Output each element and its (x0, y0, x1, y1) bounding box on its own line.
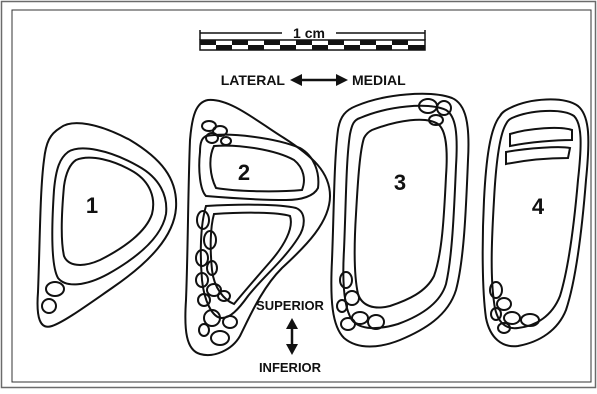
scale-bar: 1 cm (200, 25, 425, 50)
section-2 (185, 100, 330, 355)
section-1 (38, 123, 177, 327)
superior-inferior-indicator: SUPERIOR INFERIOR (256, 298, 325, 375)
arrow-right-icon (336, 74, 348, 86)
arrow-left-icon (290, 74, 302, 86)
lateral-medial-indicator: LATERAL MEDIAL (221, 72, 406, 88)
superior-label: SUPERIOR (256, 298, 325, 313)
arrow-down-icon (286, 344, 298, 355)
section-1-label: 1 (86, 193, 98, 218)
arrow-up-icon (286, 318, 298, 329)
scale-bar-label: 1 cm (293, 25, 325, 41)
section-2-label: 2 (238, 160, 250, 185)
section-3 (331, 94, 468, 347)
lateral-label: LATERAL (221, 72, 286, 88)
inner-border (12, 10, 591, 382)
section-3-label: 3 (394, 170, 406, 195)
medial-label: MEDIAL (352, 72, 406, 88)
section-4 (483, 99, 589, 346)
section-4-label: 4 (532, 194, 545, 219)
inferior-label: INFERIOR (259, 360, 322, 375)
